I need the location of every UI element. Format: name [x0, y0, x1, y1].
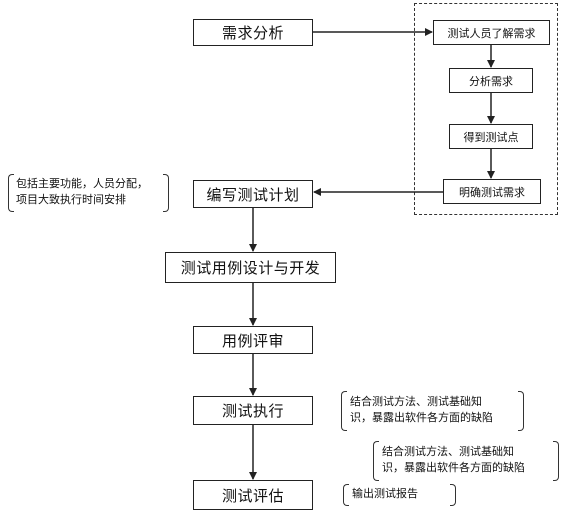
note-plan: 包括主要功能，人员分配， 项目大致执行时间安排	[16, 176, 148, 208]
node-analyze-req: 分析需求	[449, 68, 533, 93]
node-write-test-plan: 编写测试计划	[193, 180, 313, 208]
note-plan-bracket-right	[163, 174, 169, 212]
note-exec: 结合测试方法、测试基础知 识，暴露出软件各方面的缺陷	[350, 394, 493, 426]
note-exec2-line1: 结合测试方法、测试基础知	[382, 445, 514, 458]
note-exec-bracket-left	[341, 391, 347, 431]
note-eval-bracket-left	[343, 484, 349, 506]
note-plan-line1: 包括主要功能，人员分配，	[16, 177, 148, 190]
node-clarify-test-req: 明确测试需求	[443, 179, 541, 204]
note-exec2-bracket-left	[373, 441, 379, 481]
sub-process-container	[414, 3, 558, 215]
node-test-case-design: 测试用例设计与开发	[165, 252, 336, 283]
note-plan-line2: 项目大致执行时间安排	[16, 193, 126, 206]
note-exec2-line2: 识，暴露出软件各方面的缺陷	[382, 461, 525, 474]
note-plan-bracket-left	[8, 174, 14, 212]
node-test-evaluation: 测试评估	[193, 480, 313, 510]
note-exec2: 结合测试方法、测试基础知 识，暴露出软件各方面的缺陷	[382, 444, 525, 476]
note-exec-line2: 识，暴露出软件各方面的缺陷	[350, 411, 493, 424]
node-case-review: 用例评审	[193, 326, 313, 354]
note-exec-bracket-right	[518, 391, 524, 431]
note-eval: 输出测试报告	[352, 487, 418, 500]
note-exec2-bracket-right	[553, 441, 559, 481]
node-requirements-analysis: 需求分析	[193, 19, 313, 46]
node-test-execution: 测试执行	[193, 396, 313, 425]
note-eval-bracket-right	[450, 484, 456, 506]
note-exec-line1: 结合测试方法、测试基础知	[350, 395, 482, 408]
node-tester-understand-req: 测试人员了解需求	[433, 20, 550, 45]
node-get-test-points: 得到测试点	[449, 124, 533, 149]
